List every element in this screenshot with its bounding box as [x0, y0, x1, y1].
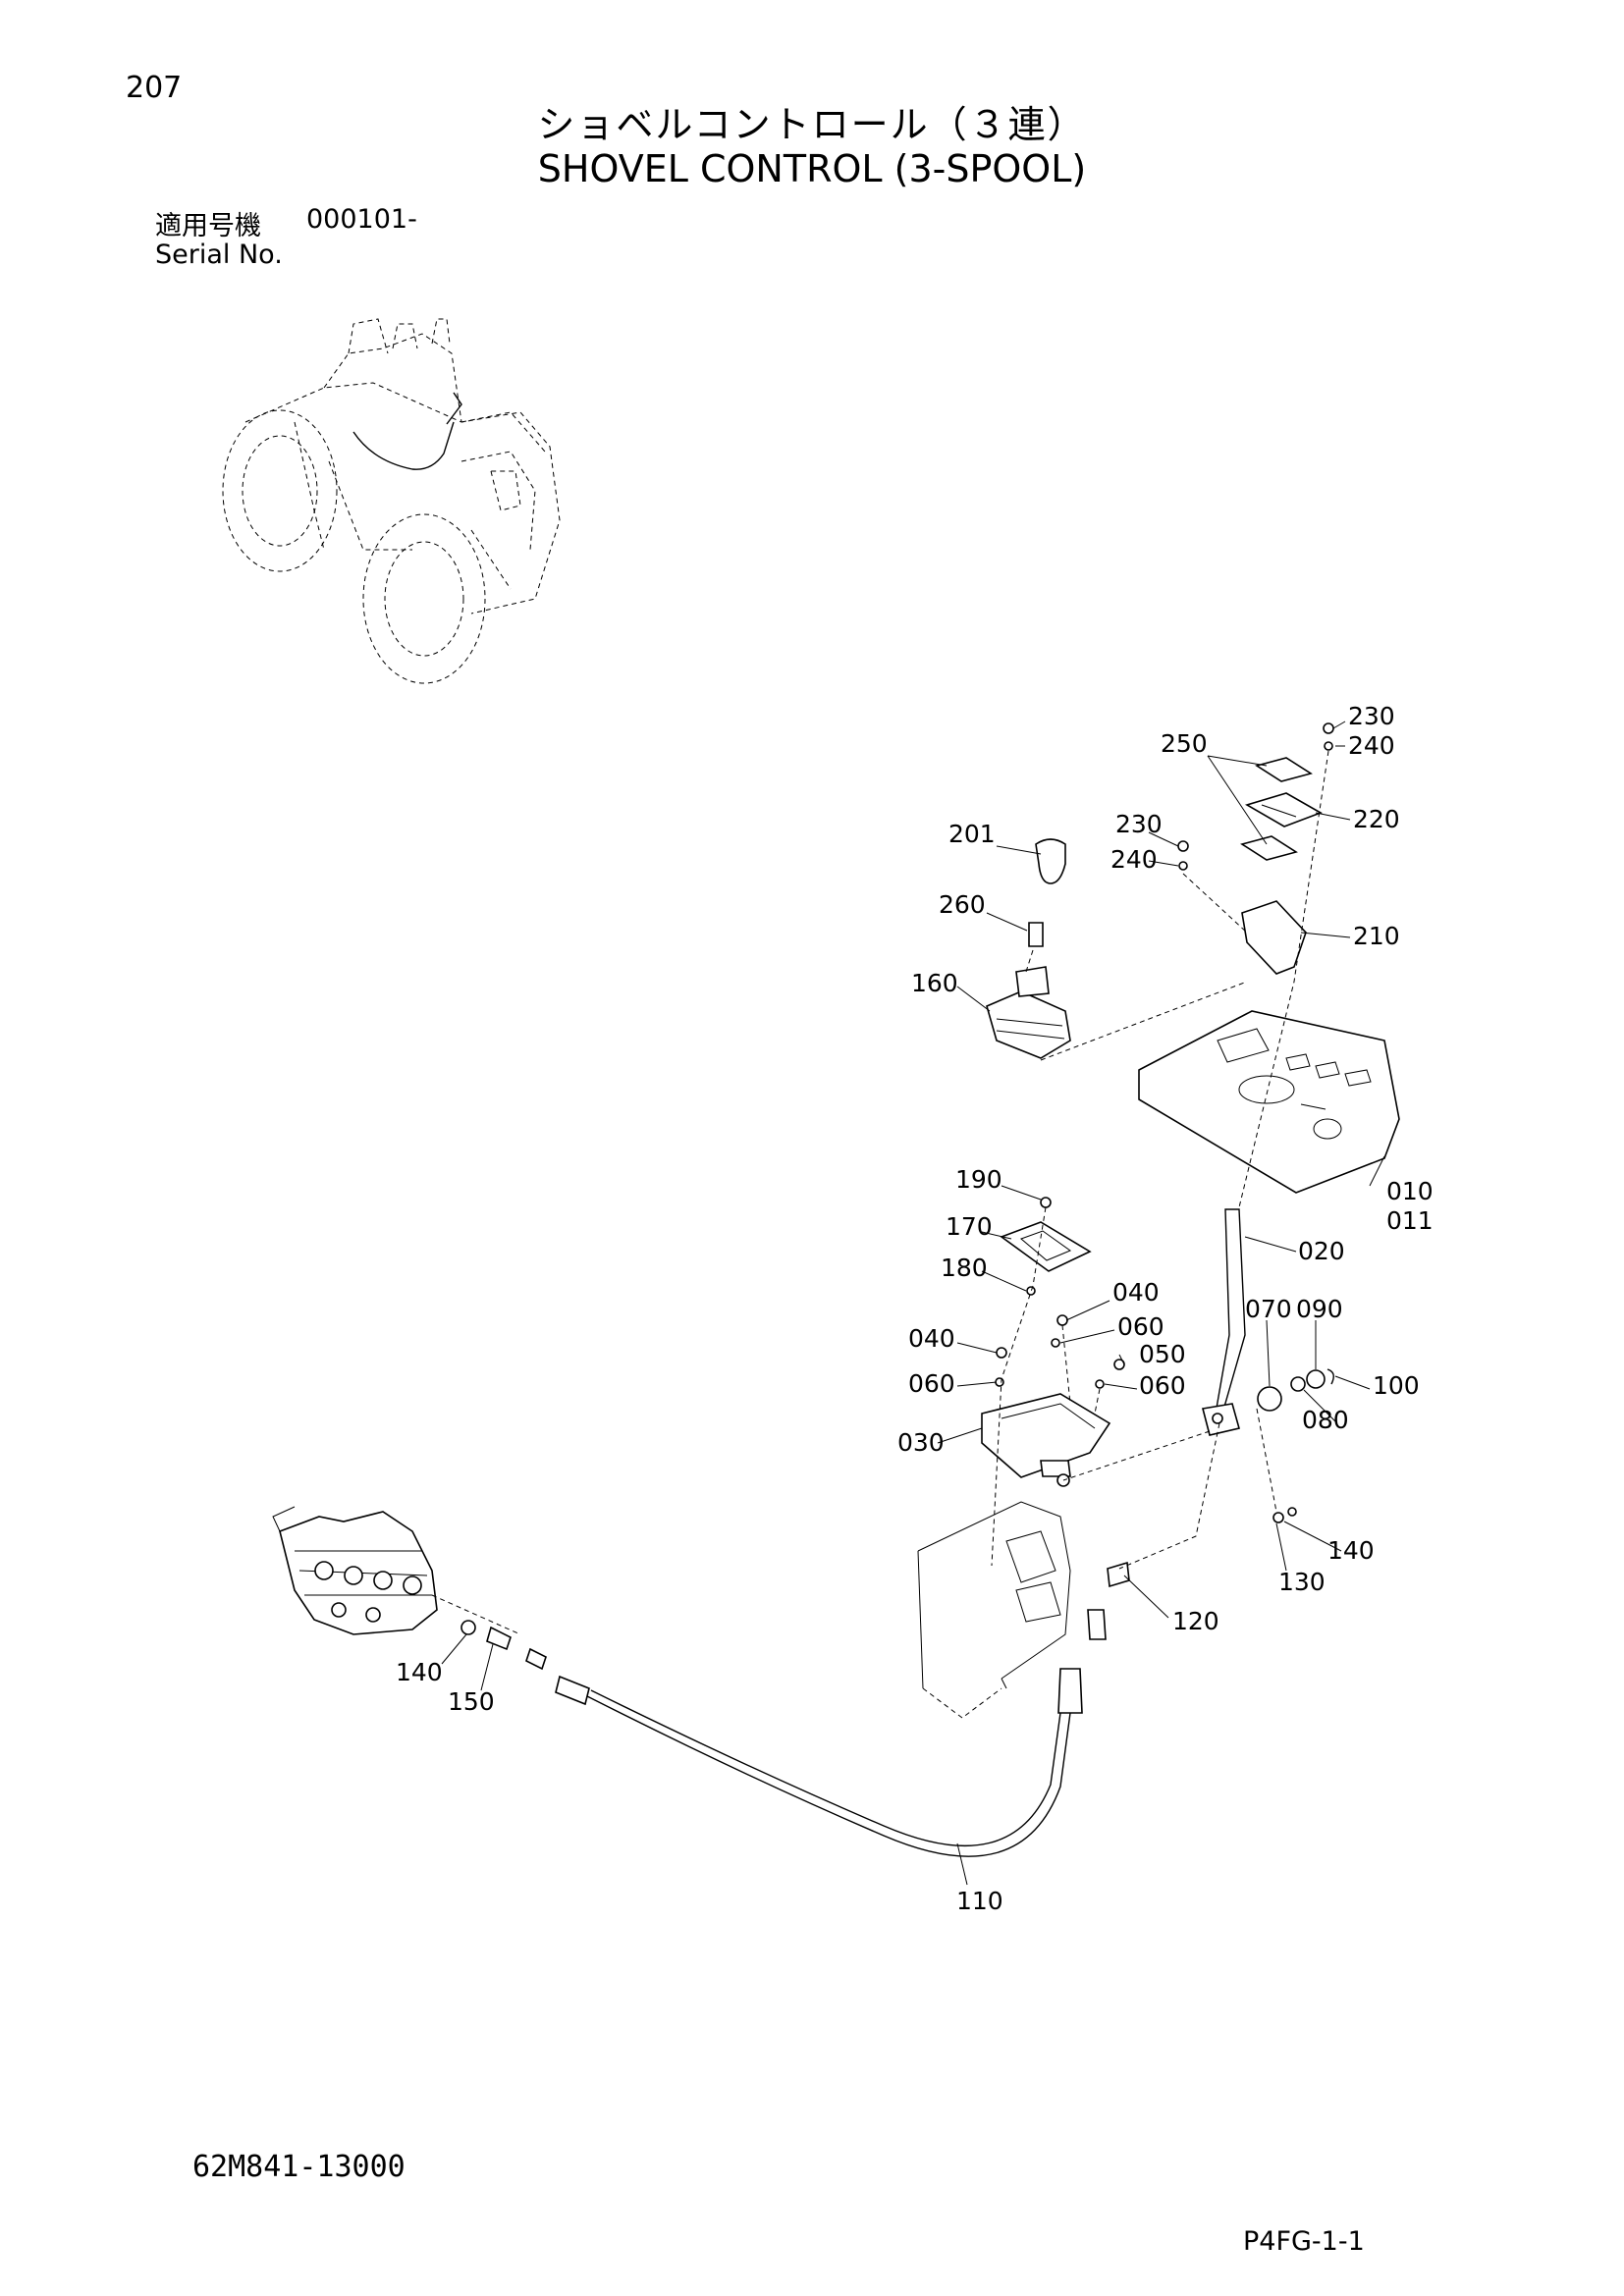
- callout-250: 250: [1161, 729, 1208, 758]
- callout-240: 240: [1110, 845, 1158, 874]
- callout-020: 020: [1298, 1237, 1345, 1265]
- callout-150: 150: [448, 1687, 495, 1716]
- callout-030: 030: [897, 1428, 945, 1457]
- callout-080: 080: [1302, 1406, 1349, 1434]
- control-cable: [555, 1668, 1083, 1857]
- callout-130: 130: [1278, 1568, 1326, 1596]
- assembly-guide-lines: [991, 750, 1329, 1570]
- callout-230: 230: [1348, 702, 1395, 730]
- shovel-lever-020: [1202, 1208, 1334, 1436]
- callout-leader-lines: [441, 721, 1385, 1886]
- callout-140: 140: [1327, 1536, 1375, 1565]
- console-box-illustration: [917, 1501, 1130, 1719]
- lever-boot-160: [986, 966, 1071, 1059]
- plate-250: [1240, 757, 1313, 861]
- callout-210: 210: [1353, 922, 1400, 950]
- callout-070: 070: [1245, 1295, 1292, 1323]
- callout-220: 220: [1353, 805, 1400, 833]
- callout-040: 040: [908, 1324, 955, 1353]
- callout-060: 060: [1139, 1371, 1186, 1400]
- callout-011: 011: [1386, 1206, 1434, 1235]
- serial-label-english: Serial No.: [155, 240, 283, 270]
- callout-190: 190: [955, 1165, 1002, 1194]
- callout-100: 100: [1373, 1371, 1420, 1400]
- callout-040: 040: [1112, 1278, 1160, 1307]
- control-valve-illustration: [272, 1506, 547, 1671]
- serial-label-japanese: 適用号機: [155, 211, 261, 241]
- callout-050: 050: [1139, 1340, 1186, 1368]
- callout-180: 180: [941, 1254, 988, 1282]
- plate-170: [1000, 1221, 1092, 1272]
- callout-060: 060: [908, 1369, 955, 1398]
- callout-090: 090: [1296, 1295, 1343, 1323]
- callout-170: 170: [946, 1212, 993, 1241]
- base-plate-030: [981, 1393, 1111, 1487]
- lever-knob-201: [1035, 838, 1066, 884]
- callout-160: 160: [911, 969, 958, 997]
- page-title-english: SHOVEL CONTROL (3-SPOOL): [537, 147, 1087, 190]
- page-title-japanese: ショベルコントロール（３連）: [537, 103, 1087, 146]
- callout-260: 260: [939, 890, 986, 919]
- page-number: 207: [126, 71, 183, 105]
- hinge-220: [1244, 792, 1323, 828]
- drawing-number: 62M841-13000: [192, 2150, 406, 2184]
- callout-201: 201: [948, 820, 996, 848]
- callout-060: 060: [1117, 1312, 1164, 1341]
- serial-number-value: 000101-: [306, 204, 417, 235]
- callout-230: 230: [1115, 810, 1163, 838]
- console-cover-010: [1138, 1010, 1400, 1194]
- bracket-210: [1241, 900, 1307, 975]
- callout-140: 140: [396, 1658, 443, 1686]
- page-code: P4FG-1-1: [1243, 2226, 1365, 2257]
- callout-240: 240: [1348, 731, 1395, 760]
- callout-110: 110: [956, 1887, 1003, 1915]
- callout-120: 120: [1172, 1607, 1219, 1635]
- wheel-loader-overview-illustration: [222, 318, 561, 684]
- collar-260: [1028, 922, 1044, 947]
- callout-010: 010: [1386, 1177, 1434, 1205]
- part-callouts: 230 240 250 220 201 230 240 260 210 160 …: [396, 702, 1434, 1915]
